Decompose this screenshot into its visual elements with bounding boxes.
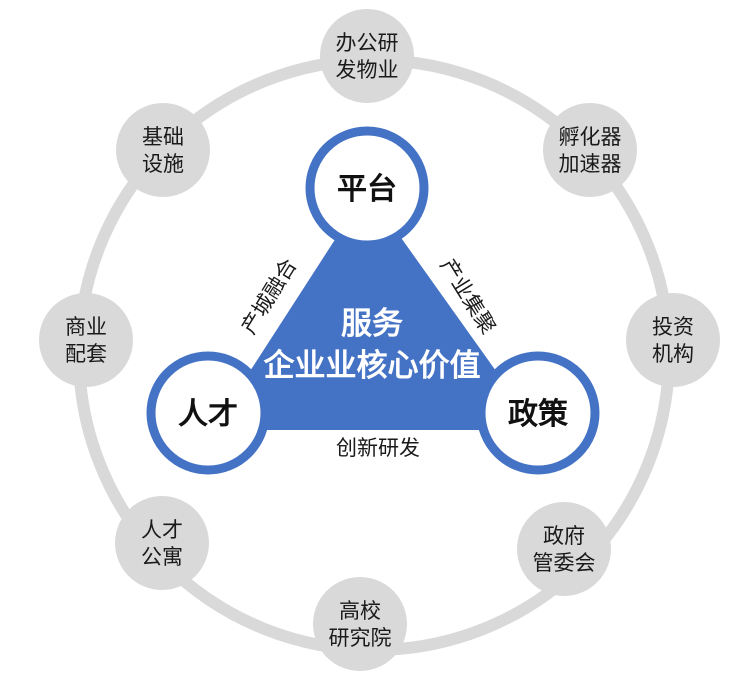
satellite-label: 人才: [141, 518, 183, 542]
satellite-label: 公寓: [141, 545, 183, 569]
satellite-label: 高校: [339, 599, 381, 623]
satellite-label: 研究院: [329, 626, 392, 650]
satellite-label: 投资: [652, 315, 694, 339]
center-subtitle: 企业业核心价值: [264, 348, 481, 384]
core-policy: 政策: [476, 351, 600, 475]
core-label: 政策: [508, 397, 568, 432]
satellite-infrastructure: 基础 设施: [116, 103, 210, 197]
core-platform: 平台: [305, 126, 429, 250]
satellite-incubator: 孵化器 加速器: [543, 103, 637, 197]
satellite-label: 配套: [65, 342, 107, 366]
core-triangle: [212, 190, 538, 430]
satellite-label: 加速器: [559, 152, 622, 176]
core-label: 人才: [178, 397, 238, 432]
satellite-university: 高校 研究院: [313, 577, 407, 671]
core-label: 平台: [337, 172, 397, 207]
satellite-label: 办公研: [336, 31, 399, 55]
satellite-commercial: 商业 配套: [39, 293, 133, 387]
satellite-label: 设施: [142, 152, 184, 176]
core-talent: 人才: [146, 351, 270, 475]
satellite-label: 政府: [543, 524, 585, 548]
edge-label-bottom: 创新研发: [336, 436, 420, 460]
satellite-label: 孵化器: [559, 125, 622, 149]
satellite-label: 发物业: [336, 58, 399, 82]
satellite-label: 基础: [142, 125, 184, 149]
satellite-office: 办公研 发物业: [320, 9, 414, 103]
center-title: 服务: [341, 306, 403, 342]
satellite-investment: 投资 机构: [626, 293, 720, 387]
satellite-label: 机构: [652, 342, 694, 366]
satellite-government: 政府 管委会: [517, 502, 611, 596]
satellite-label: 商业: [65, 315, 107, 339]
satellite-label: 管委会: [533, 551, 596, 575]
satellite-talent-apartment: 人才 公寓: [115, 496, 209, 590]
